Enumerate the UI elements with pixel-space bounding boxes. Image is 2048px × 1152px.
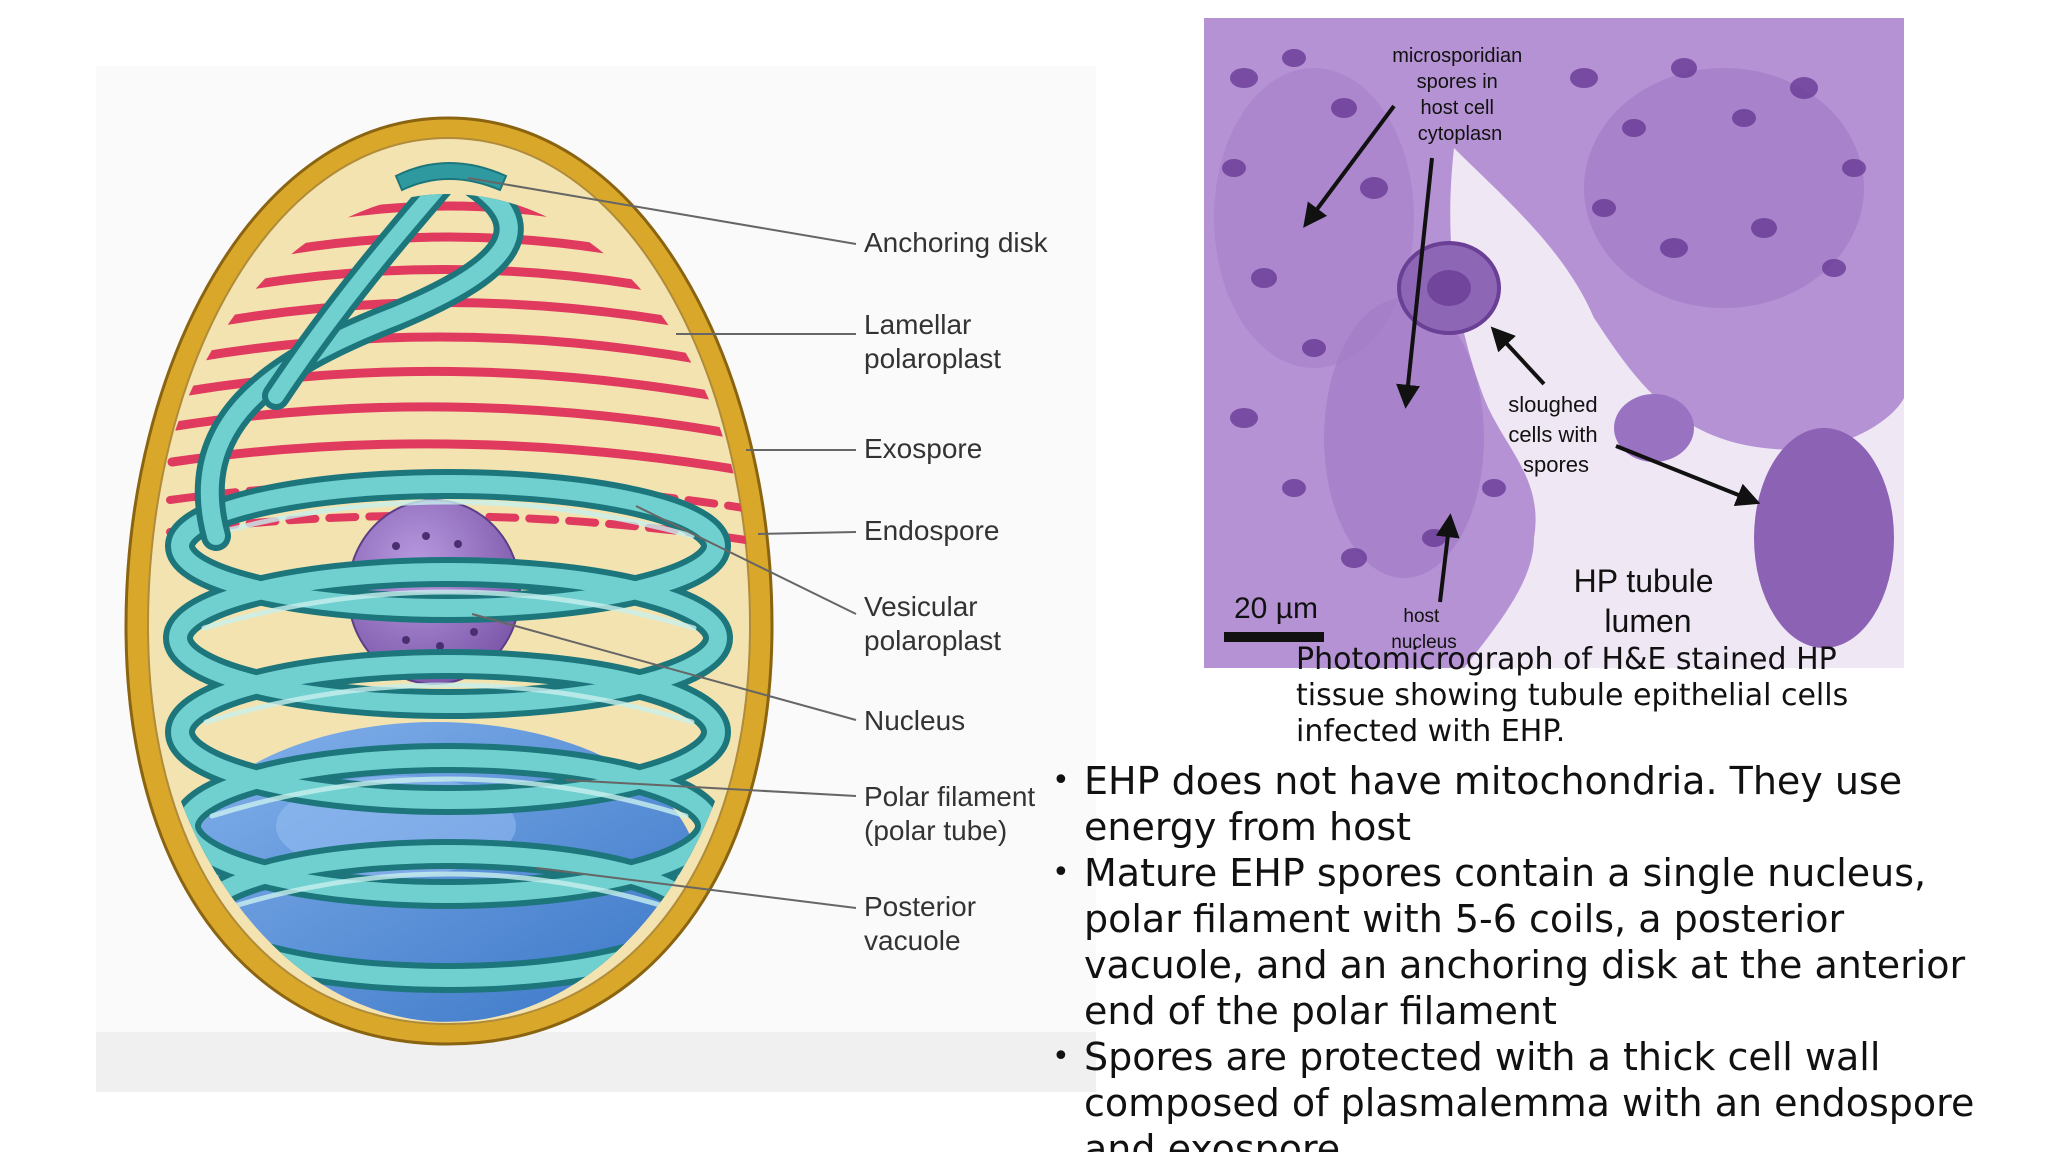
anchoring-disk bbox=[394, 162, 508, 192]
bullet-list: EHP does not have mitochondria. They use… bbox=[1052, 758, 1982, 1152]
bullet-item: Spores are protected with a thick cell w… bbox=[1052, 1034, 1982, 1152]
annotation-sloughed: sloughed cells with spores bbox=[1508, 392, 1603, 477]
bullet-item: Mature EHP spores contain a single nucle… bbox=[1052, 850, 1982, 1034]
nuclei bbox=[1222, 49, 1866, 568]
micrograph-annotations: microsporidian spores in host cell cytop… bbox=[1234, 45, 1723, 653]
leader-lines bbox=[467, 177, 857, 909]
label-posterior-vacuole: Posterior vacuole bbox=[864, 891, 984, 956]
spore-diagram: Anchoring disk Lamellar polaroplast Exos… bbox=[96, 66, 1096, 1092]
label-anchoring-disk: Anchoring disk bbox=[864, 227, 1049, 258]
label-lamellar-polaroplast: Lamellar polaroplast bbox=[864, 309, 1001, 374]
diagram-labels: Anchoring disk Lamellar polaroplast Exos… bbox=[864, 227, 1049, 956]
bullet-item: EHP does not have mitochondria. They use… bbox=[1052, 758, 1982, 850]
label-nucleus: Nucleus bbox=[864, 705, 965, 736]
annotation-host-nucleus: host nucleus bbox=[1391, 606, 1457, 653]
micrograph-caption: Photomicrograph of H&E stained HP tissue… bbox=[1296, 642, 1849, 749]
annotation-arrows bbox=[1303, 104, 1761, 603]
label-exospore: Exospore bbox=[864, 433, 982, 464]
scale-bar-label: 20 µm bbox=[1234, 592, 1318, 625]
tissue-cells bbox=[1214, 68, 1894, 648]
label-endospore: Endospore bbox=[864, 515, 999, 546]
label-vesicular-polaroplast: Vesicular polaroplast bbox=[864, 591, 1001, 656]
annotation-spores: microsporidian spores in host cell cytop… bbox=[1392, 45, 1528, 145]
diagram-bottom-shade bbox=[96, 1032, 1096, 1092]
scale-bar bbox=[1224, 632, 1324, 642]
micrograph-image: microsporidian spores in host cell cytop… bbox=[1204, 18, 1904, 668]
annotation-lumen: HP tubule lumen bbox=[1574, 563, 1723, 639]
label-polar-filament: Polar filament (polar tube) bbox=[864, 781, 1043, 846]
